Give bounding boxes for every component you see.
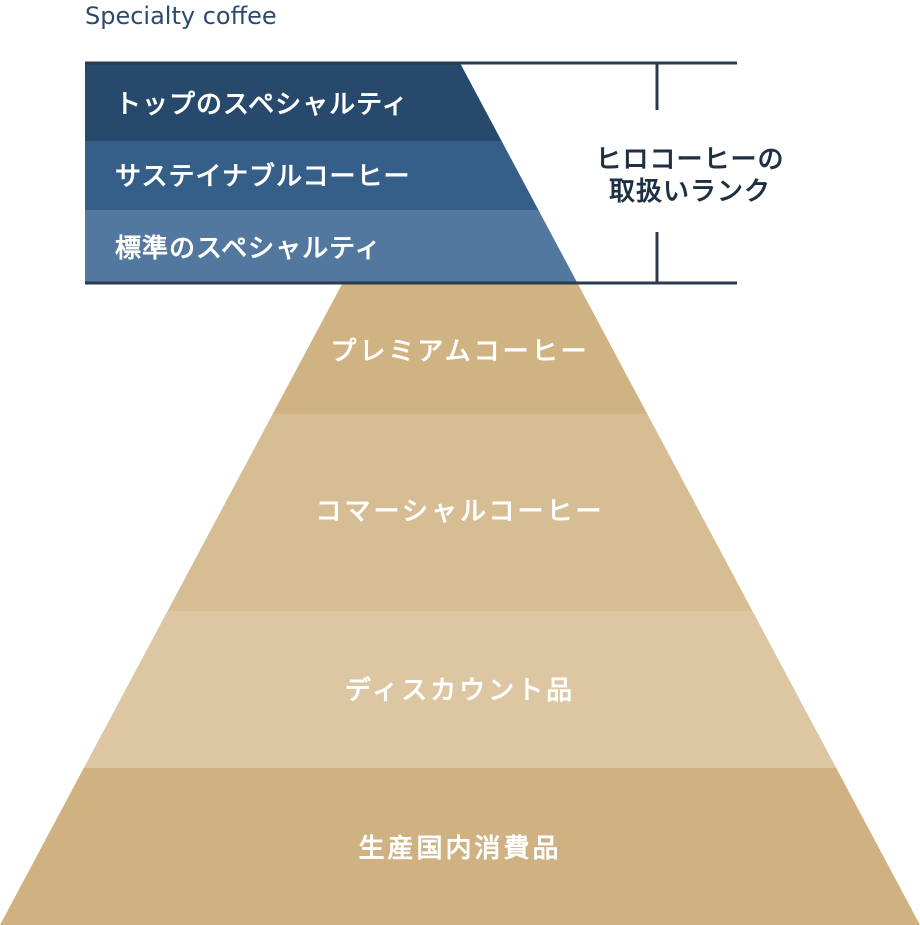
pyramid-tier-discount	[83, 611, 837, 768]
bracket	[85, 61, 737, 285]
specialty-label-sustainable: サステイナブルコーヒー	[115, 161, 410, 192]
specialty-tier-sustainable	[85, 141, 539, 210]
specialty-block: トップのスペシャルティ サステイナブルコーヒー 標準のスペシャルティ	[85, 63, 578, 283]
bracket-label-line1: ヒロコーヒーの	[595, 145, 784, 175]
specialty-tier-standard	[85, 210, 578, 283]
bracket-label-line2: 取扱いランク	[609, 177, 771, 207]
specialty-label-standard: 標準のスペシャルティ	[115, 233, 382, 264]
pyramid-label-domestic: 生産国内消費品	[358, 833, 561, 864]
specialty-tier-top	[85, 63, 502, 141]
pyramid-tier-domestic	[0, 768, 920, 925]
pyramid-label-premium: プレミアムコーヒー	[330, 337, 589, 367]
pyramid-label-commercial: コマーシャルコーヒー	[316, 497, 605, 527]
diagram-heading: Specialty coffee	[85, 2, 277, 30]
specialty-label-top: トップのスペシャルティ	[115, 90, 409, 120]
pyramid-tier-commercial	[167, 414, 753, 611]
pyramid-label-discount: ディスカウント品	[345, 675, 575, 706]
pyramid-tier-premium	[272, 283, 648, 414]
pyramid: プレミアムコーヒー コマーシャルコーヒー ディスカウント品 生産国内消費品	[0, 283, 920, 925]
